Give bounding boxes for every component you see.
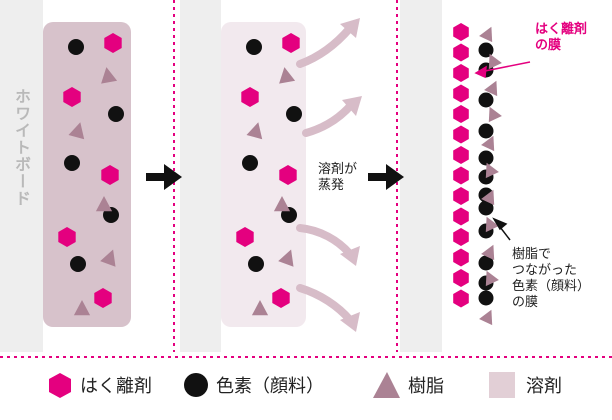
release-film-hexagon (453, 289, 469, 308)
triangle-icon (273, 196, 291, 212)
pigment-film-circle (478, 200, 494, 216)
triangle-icon (73, 300, 91, 316)
legend-pigment: 色素（顔料） (216, 376, 324, 397)
hexagon-icon (63, 87, 81, 107)
resin-film-triangle (479, 309, 493, 326)
circle-icon (64, 155, 80, 171)
release-film-hexagon (453, 228, 469, 246)
circle-icon (70, 256, 86, 272)
release-film-hexagon (453, 166, 469, 185)
circle-icon (108, 106, 124, 122)
circle-icon (248, 256, 264, 272)
release-film-hexagon (453, 269, 469, 287)
whiteboard-panel-2 (180, 0, 221, 352)
triangle-icon (68, 122, 85, 140)
release-film-hexagon (453, 64, 469, 82)
pigment-film-circle (478, 92, 494, 108)
circle-icon (68, 39, 84, 55)
evaporation-arrow-icon (296, 284, 354, 324)
resin-film-triangle (481, 244, 495, 261)
hexagon-icon (101, 165, 119, 185)
release-film-hexagon (453, 146, 469, 164)
whiteboard-panel-3 (400, 0, 442, 352)
evaporation-arrowhead (340, 246, 360, 266)
triangle-icon (95, 196, 113, 212)
triangle-icon (100, 249, 116, 267)
legend-release-agent: はく離剤 (80, 376, 152, 397)
particles (58, 23, 502, 326)
resin-film-triangle (488, 106, 502, 123)
resin-film-triangle (485, 216, 499, 233)
release-film-label: はく離剤 の膜 (535, 22, 588, 53)
pigment-film-circle (478, 42, 494, 58)
callout-arrows (474, 61, 531, 79)
release-film-hexagon (453, 207, 469, 226)
evaporation-arrowhead (342, 96, 362, 116)
release-film-hexagon (453, 105, 469, 123)
hexagon-icon (282, 33, 300, 53)
resin-film-triangle (484, 80, 498, 97)
release-film-hexagon (453, 23, 469, 41)
triangle-icon (251, 300, 269, 316)
pigment-film-circle (478, 150, 494, 166)
legend-icons (49, 372, 515, 398)
pigment-film-circle (478, 290, 494, 306)
hexagon-icon (236, 227, 254, 247)
pigment-film-circle (478, 123, 494, 139)
hexagon-icon (58, 227, 76, 247)
evaporation-arrowhead (340, 18, 360, 38)
triangle-icon (278, 249, 294, 267)
resin-film-triangle (488, 53, 502, 70)
callout-arrows (492, 217, 511, 241)
resin-film-triangle (479, 26, 493, 43)
arrow-right-icon (368, 164, 404, 190)
resin-film-triangle (481, 135, 495, 152)
release-film-hexagon (453, 84, 469, 103)
resin-film-triangle (481, 189, 495, 206)
release-film-hexagon (453, 43, 469, 62)
pigment-film-circle (478, 255, 494, 271)
hexagon-icon (104, 33, 122, 53)
release-film-hexagon (453, 248, 469, 267)
evaporation-arrow-icon (296, 24, 354, 68)
circle-icon (184, 373, 208, 397)
circle-icon (246, 39, 262, 55)
evaporation-arrows (296, 18, 362, 332)
triangle-icon (279, 67, 296, 84)
arrow-right-icon (146, 164, 182, 190)
resin-film-triangle (485, 162, 499, 179)
whiteboard-label: ホワイトボード (12, 88, 31, 207)
release-film-hexagon (453, 125, 469, 144)
evaporation-arrow-icon (302, 100, 356, 137)
triangle-icon (101, 67, 118, 84)
release-film-hexagon (453, 187, 469, 205)
circle-icon (242, 155, 258, 171)
resin-film-triangle (485, 270, 499, 287)
circle-icon (286, 106, 302, 122)
hexagon-icon (241, 87, 259, 107)
triangle-icon (246, 122, 263, 140)
evaporation-label: 溶剤が 蒸発 (318, 162, 358, 193)
hexagon-icon (94, 288, 112, 308)
hexagon-icon (49, 373, 71, 398)
pigment-film-label: 樹脂で つながった 色素（顔料） の膜 (512, 247, 591, 310)
hexagon-icon (279, 165, 297, 185)
legend-resin: 樹脂 (408, 376, 444, 397)
legend-solvent: 溶剤 (526, 376, 562, 397)
hexagon-icon (272, 288, 290, 308)
whiteboard-panel-1 (0, 0, 43, 352)
square-icon (489, 372, 515, 398)
triangle-icon (373, 372, 400, 398)
evaporation-arrowhead (340, 312, 360, 332)
evaporation-arrow-icon (296, 224, 354, 258)
